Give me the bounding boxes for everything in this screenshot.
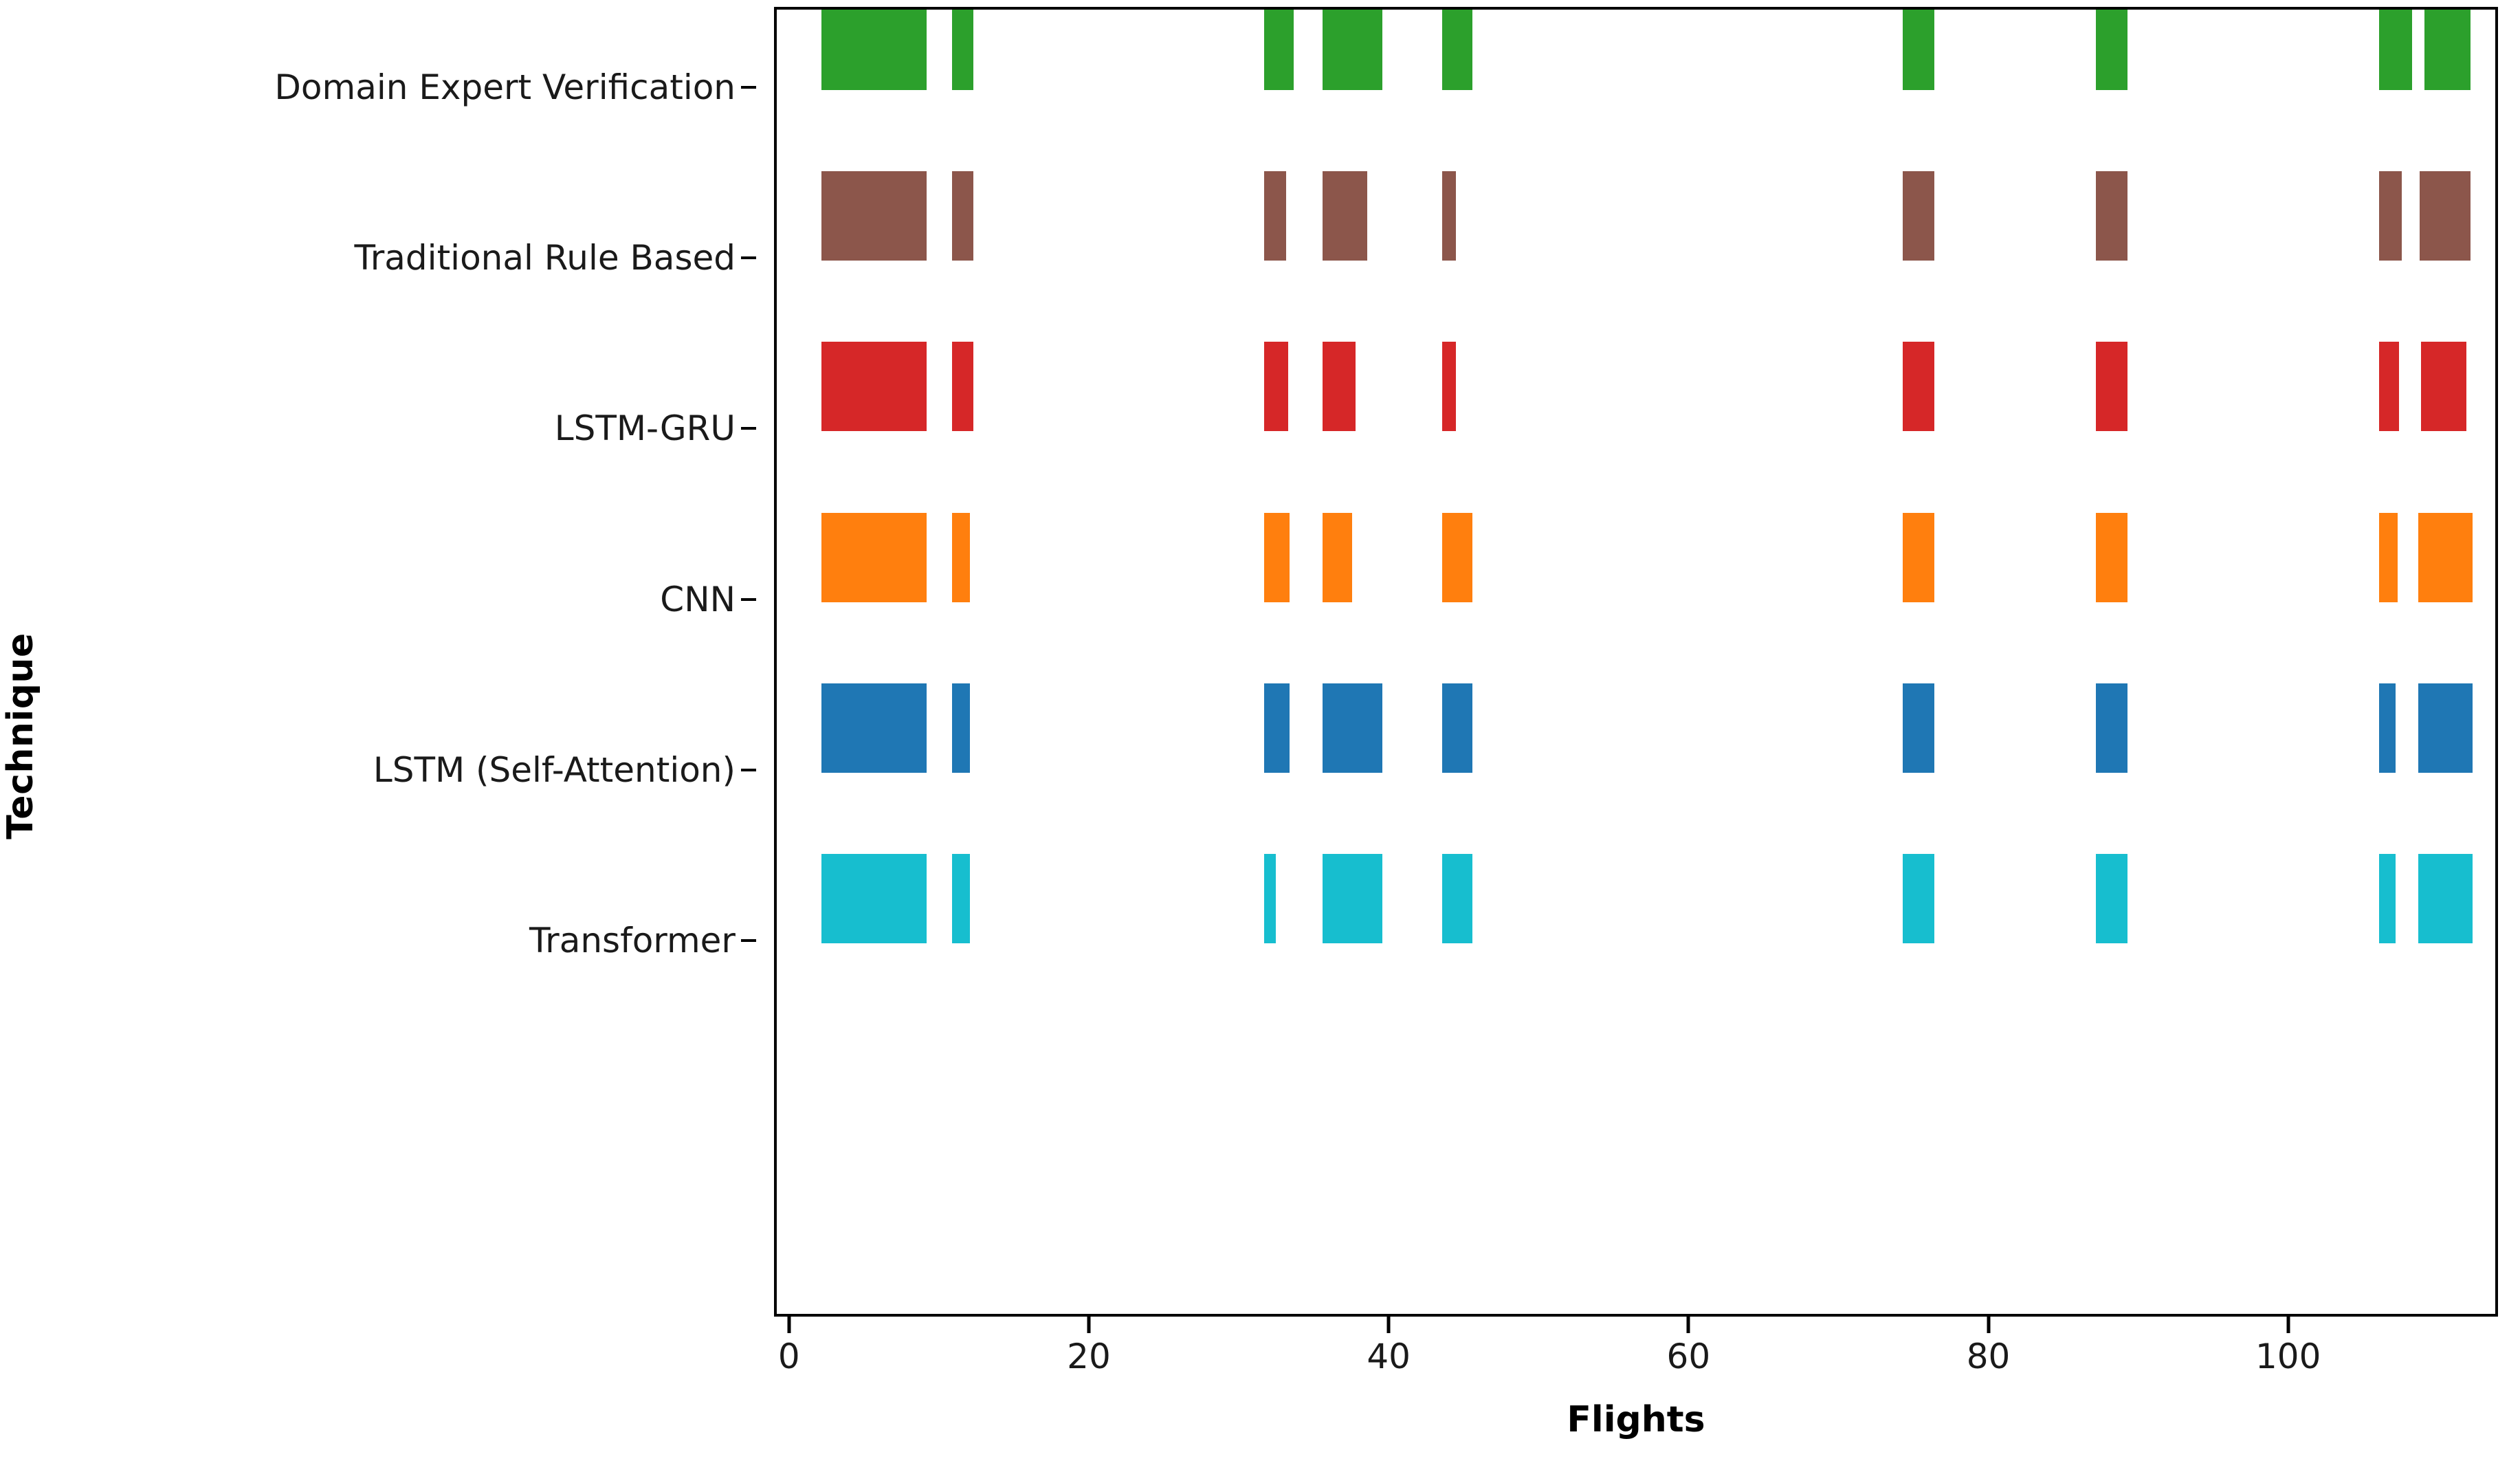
x-tick-mark (1987, 1317, 1990, 1333)
y-tick-label: LSTM-GRU (554, 408, 736, 449)
bar-segment (1263, 171, 1287, 261)
bar-segment (1442, 10, 1472, 90)
x-tick-mark (2286, 1317, 2290, 1333)
bar-segment (2379, 854, 2396, 943)
y-tick-mark (741, 939, 756, 942)
y-tick-mark (741, 597, 756, 601)
bar-segment (2096, 10, 2127, 90)
bar-segment (1442, 854, 1472, 943)
bar-segment (1902, 10, 1934, 90)
x-tick-mark (1386, 1317, 1391, 1333)
bar-segment (1902, 512, 1934, 602)
bar-segment (2420, 171, 2471, 261)
bar-segment (1902, 171, 1934, 261)
bar-segment (1442, 171, 1456, 261)
y-tick-label: Domain Expert Verification (274, 67, 736, 107)
bar-segment (2418, 512, 2473, 602)
bar-segment (821, 10, 927, 90)
bar-segment (1322, 512, 1353, 602)
bar-segment (1442, 342, 1456, 432)
bar-segment (952, 171, 973, 261)
plot-area (774, 7, 2498, 1317)
bar-segment (2424, 10, 2471, 90)
x-axis-title: Flights (1567, 1399, 1705, 1440)
bar-segment (821, 683, 927, 773)
bar-segment (1442, 683, 1472, 773)
bar-segment (821, 512, 927, 602)
bar-segment (2379, 342, 2399, 432)
bar-segment (1322, 342, 1356, 432)
bar-segment (2418, 854, 2473, 943)
y-tick-label: Traditional Rule Based (354, 238, 736, 278)
bar-segment (2421, 342, 2466, 432)
bar-segment (952, 342, 973, 432)
bar-segment (2379, 683, 2396, 773)
x-tick-label: 0 (777, 1337, 800, 1376)
bar-segment (2096, 171, 2127, 261)
y-tick-mark (741, 427, 756, 430)
x-tick-label: 20 (1067, 1337, 1111, 1376)
x-tick-label: 40 (1367, 1337, 1411, 1376)
bar-segment (821, 854, 927, 943)
x-tick-label: 60 (1666, 1337, 1711, 1376)
bar-segment (2418, 683, 2473, 773)
bar-segment (952, 512, 971, 602)
y-tick-label: CNN (660, 579, 736, 619)
bar-segment (1902, 683, 1934, 773)
x-tick-mark (1686, 1317, 1690, 1333)
bar-segment (1263, 342, 1288, 432)
bar-segment (2096, 342, 2127, 432)
bar-segment (1322, 171, 1368, 261)
bar-segment (2096, 512, 2127, 602)
x-tick-label: 100 (2255, 1337, 2321, 1376)
y-tick-mark (741, 256, 756, 260)
bar-segment (952, 10, 973, 90)
bar-segment (1902, 854, 1934, 943)
bar-segment (1322, 854, 1383, 943)
bar-segment (1263, 512, 1290, 602)
bar-segment (2379, 512, 2398, 602)
bar-segment (952, 854, 971, 943)
bar-segment (1263, 10, 1294, 90)
bar-segment (1902, 342, 1934, 432)
bar-segment (2096, 683, 2127, 773)
bar-segment (1263, 854, 1276, 943)
x-axis-tick-labels: 0 20 40 60 80 100 (774, 1337, 2498, 1385)
bar-segment (2379, 10, 2413, 90)
bar-segment (821, 342, 927, 432)
bar-segment (2096, 854, 2127, 943)
x-axis-tick-marks (774, 1317, 2498, 1333)
bar-segment (1442, 512, 1472, 602)
bar-segment (1322, 683, 1383, 773)
bar-segment (1322, 10, 1383, 90)
y-tick-label: Transformer (529, 921, 736, 960)
x-tick-mark (1087, 1317, 1091, 1333)
x-tick-label: 80 (1966, 1337, 2011, 1376)
y-tick-label: LSTM (Self-Attention) (373, 749, 736, 790)
y-tick-mark (741, 768, 756, 771)
bar-segment (2379, 171, 2402, 261)
bar-segment (1263, 683, 1290, 773)
bar-segment (952, 683, 971, 773)
bar-segment (821, 171, 927, 261)
y-tick-mark (741, 86, 756, 89)
x-tick-mark (787, 1317, 791, 1333)
